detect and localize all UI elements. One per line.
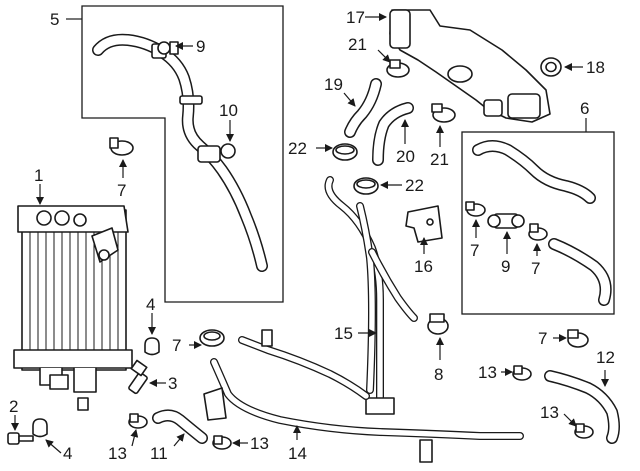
grommet-lower: [32, 418, 48, 438]
callout-6: 6: [580, 99, 589, 118]
callout-4-upper: 4: [146, 295, 155, 314]
clamp-8: [427, 313, 449, 335]
callout-9-upper: 9: [196, 37, 205, 56]
callout-17: 17: [346, 8, 365, 27]
callout-15: 15: [334, 324, 353, 343]
callout-7-group-b: 7: [531, 259, 540, 278]
callout-10: 10: [219, 101, 238, 120]
callout-11: 11: [150, 444, 168, 463]
callout-2: 2: [9, 397, 18, 416]
callout-8: 8: [434, 365, 443, 384]
callout-7-left: 7: [117, 181, 126, 200]
callout-1: 1: [34, 166, 43, 185]
callout-9-group: 9: [501, 257, 510, 276]
lower-hose-set: [465, 140, 612, 306]
callout-18: 18: [586, 58, 605, 77]
hose-20: [372, 102, 414, 166]
clamp-7-group-a: [465, 201, 486, 217]
callout-14: 14: [288, 444, 307, 463]
callout-5: 5: [50, 10, 59, 29]
coolant-pipe-15: [324, 176, 418, 415]
clamp-7-lower: [199, 329, 225, 347]
upper-hose-assembly: [92, 33, 268, 272]
callout-7-right: 7: [538, 329, 547, 348]
clamp-7-group-b: [528, 223, 548, 241]
callout-13-a: 13: [478, 363, 497, 382]
group-6-frame: [461, 131, 615, 315]
coolant-pipe-14: [203, 329, 524, 463]
callout-21-upper: 21: [348, 35, 367, 54]
callout-22-left: 22: [288, 139, 307, 158]
hose-19: [344, 78, 382, 138]
hose-12: [544, 370, 620, 444]
bracket-16: [405, 205, 443, 243]
callout-13-c: 13: [108, 444, 127, 463]
clamp-22-right: [353, 177, 379, 195]
callout-16: 16: [414, 257, 433, 276]
hose-11: [152, 409, 208, 444]
leader-lines: [11, 13, 609, 454]
radiator: [13, 205, 133, 411]
callout-21-lower: 21: [430, 150, 449, 169]
clamp-9-upper: [157, 41, 179, 55]
clamp-13-d: [212, 435, 232, 450]
clamp-7-right: [567, 329, 589, 348]
clamp-13-a: [512, 365, 532, 381]
callout-4-lower: 4: [63, 444, 72, 463]
coolant-flange: [389, 9, 551, 123]
clamp-13-c: [128, 413, 148, 429]
callout-3: 3: [168, 374, 177, 393]
group-5-frame: [81, 5, 284, 303]
callout-20: 20: [396, 147, 415, 166]
callout-22-right: 22: [405, 176, 424, 195]
grommet-upper: [144, 337, 160, 356]
clamp-7-left: [109, 137, 134, 156]
callout-labels: 1 2 3 4 4 5 6 7 7 7 7 7 8 9 9 10 11 12 1…: [9, 8, 615, 463]
callout-19: 19: [324, 75, 343, 94]
connector-9: [487, 213, 525, 229]
callout-7-lower: 7: [172, 336, 181, 355]
callout-13-b: 13: [540, 403, 559, 422]
callout-12: 12: [596, 348, 615, 367]
callout-13-d: 13: [250, 434, 269, 453]
clamp-22-left: [332, 143, 358, 161]
bolt: [7, 432, 34, 445]
seal-ring: [540, 57, 562, 77]
clamp-21-upper: [386, 59, 410, 78]
clamp-13-b: [574, 423, 594, 439]
callout-7-group-a: 7: [470, 241, 479, 260]
clamp-21-lower: [431, 103, 456, 123]
drain-plug: [128, 359, 148, 395]
